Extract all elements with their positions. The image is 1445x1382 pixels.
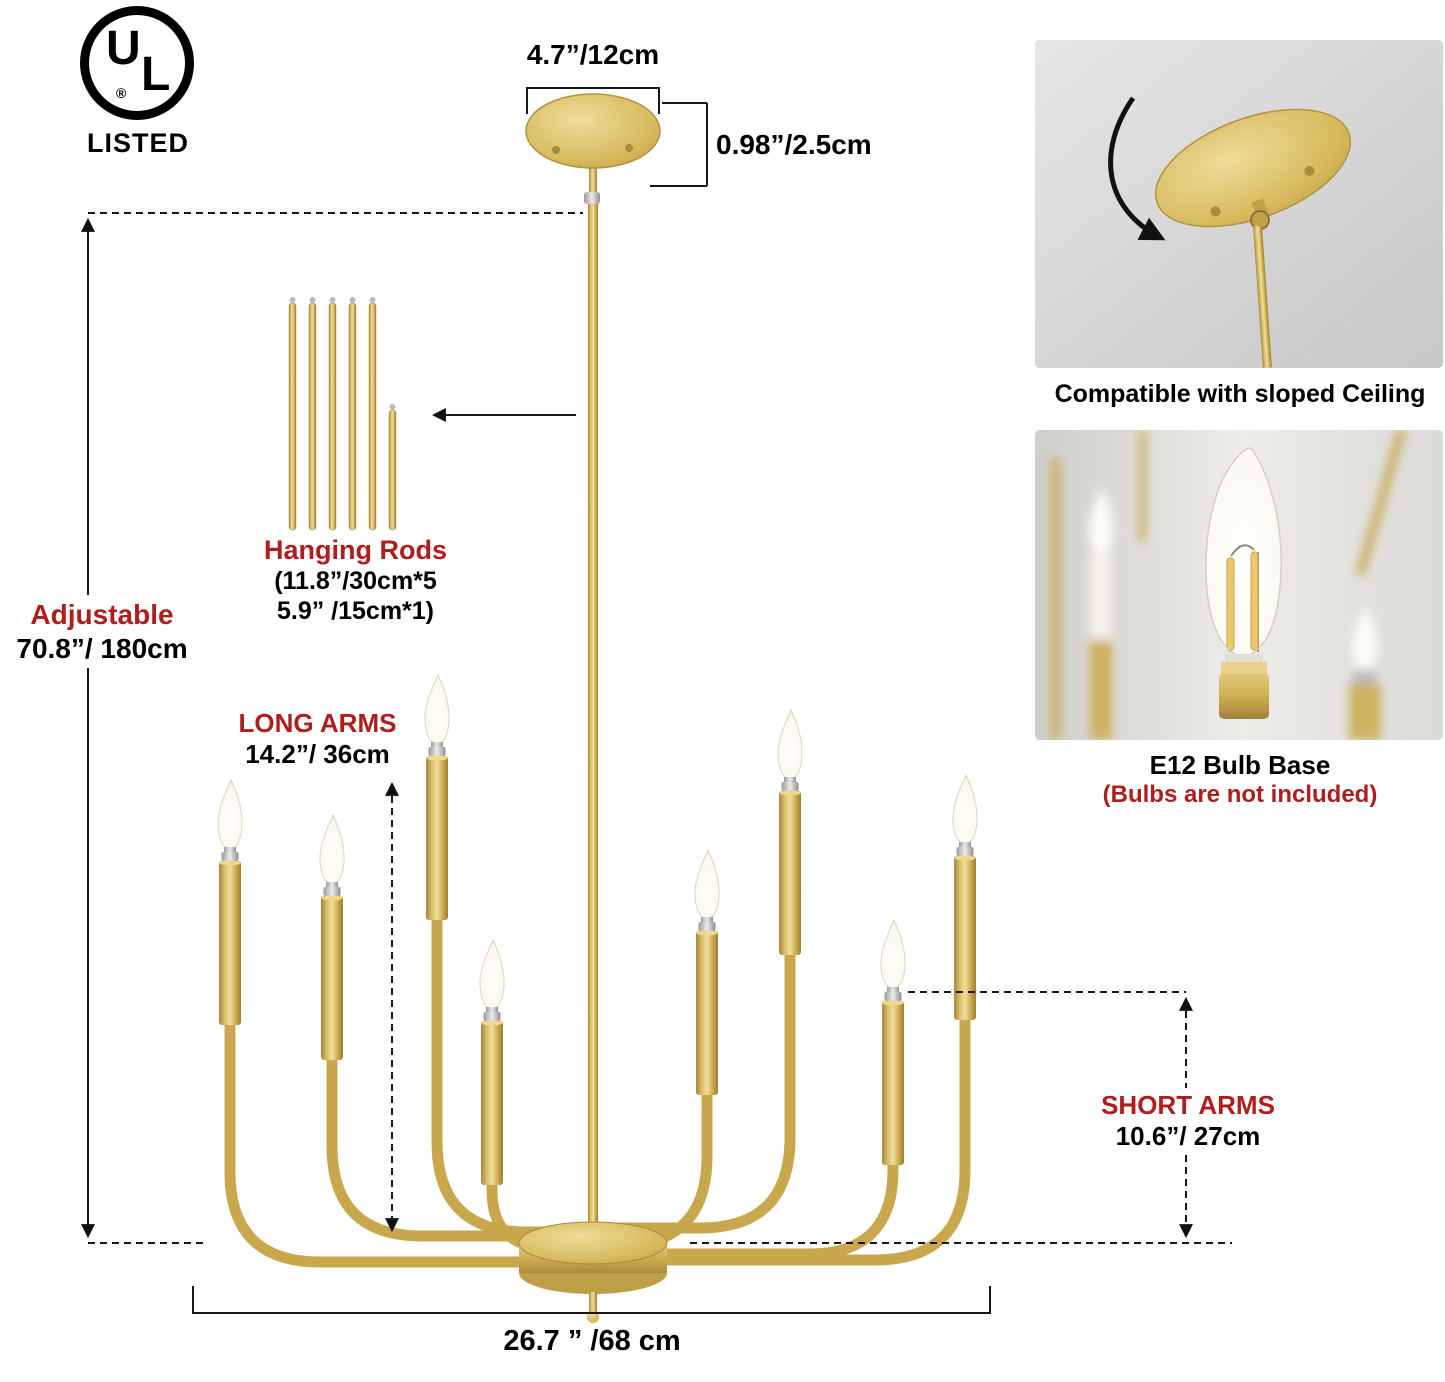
socket-rim — [1221, 662, 1267, 674]
canopy-height-label: 0.98”/2.5cm — [716, 129, 872, 160]
overall-width-bracket — [192, 1286, 991, 1314]
chandelier-arms — [224, 912, 971, 1268]
rod-tips — [289, 297, 396, 410]
tilted-canopy — [1154, 108, 1352, 228]
e12-socket — [1219, 673, 1269, 719]
ul-listed-text: LISTED — [86, 128, 189, 158]
swivel-arrow-icon — [1108, 96, 1166, 241]
hanging-rods-illustration — [288, 297, 397, 531]
overall-width-label: 26.7 ” /68 cm — [503, 1325, 681, 1357]
bulb-glass — [1205, 448, 1282, 657]
hanging-rods-spec-1: (11.8”/30cm*5 — [274, 567, 437, 596]
candle-long-5 — [952, 774, 978, 1021]
candle-short-1 — [479, 939, 505, 1186]
canopy-width-bracket — [526, 87, 660, 114]
e12-bulb — [1205, 447, 1282, 719]
bulb-closeup-illustration — [1035, 430, 1443, 740]
hanging-rod — [588, 198, 598, 1246]
swivel-rod — [1253, 225, 1272, 368]
blurred-background-candles — [1051, 430, 1406, 740]
canopy-height-bracket — [650, 102, 708, 187]
dimension-lines — [81, 87, 1232, 1314]
hanging-rods-spec-2: 5.9” /15cm*1) — [276, 597, 435, 626]
adjustable-value: 70.8”/ 180cm — [16, 632, 188, 664]
candle-long-2 — [319, 814, 345, 1061]
long-arms-value: 14.2”/ 36cm — [245, 739, 390, 770]
candle-long-1 — [217, 779, 243, 1026]
sloped-ceiling-illustration — [1035, 40, 1443, 368]
short-arms-title: SHORT ARMS — [1101, 1090, 1275, 1120]
short-arms-value: 10.6”/ 27cm — [1115, 1121, 1261, 1152]
candle-short-3 — [880, 919, 906, 1166]
candle-long-4 — [777, 709, 803, 956]
ul-listed-badge: U L ® LISTED — [80, 6, 196, 159]
bulb-neck — [1225, 654, 1263, 663]
candle-short-2 — [694, 849, 720, 1096]
hanging-rods-label: Hanging Rods (11.8”/30cm*5 5.9” /15cm*1) — [243, 534, 468, 626]
canopy-width-label: 4.7”/12cm — [526, 39, 660, 70]
long-arms-label: LONG ARMS 14.2”/ 36cm — [220, 708, 415, 771]
registered-mark: ® — [116, 85, 127, 101]
adjustable-title: Adjustable — [30, 599, 174, 630]
sloped-ceiling-inset — [1035, 40, 1443, 368]
bulb-closeup-inset — [1035, 430, 1443, 740]
ul-letter-u: U — [106, 22, 141, 75]
hanging-rods-title: Hanging Rods — [264, 535, 447, 565]
ul-logo-icon: U L ® — [80, 6, 194, 120]
center-hub — [518, 1221, 668, 1323]
bulb-note: (Bulbs are not included) — [1102, 781, 1378, 809]
bulb-base-title: E12 Bulb Base — [1149, 750, 1331, 780]
ul-letter-l: L — [141, 48, 171, 101]
candle-long-3 — [424, 674, 450, 921]
short-arms-label: SHORT ARMS 10.6”/ 27cm — [1088, 1088, 1288, 1155]
long-arms-title: LONG ARMS — [238, 708, 397, 738]
bulb-caption: E12 Bulb Base (Bulbs are not included) — [1035, 750, 1445, 810]
ceiling-canopy — [525, 93, 661, 204]
sloped-ceiling-caption: Compatible with sloped Ceiling — [1054, 380, 1426, 408]
adjustable-height-label: Adjustable 70.8”/ 180cm — [8, 595, 196, 669]
bulb-filament — [1226, 557, 1235, 651]
